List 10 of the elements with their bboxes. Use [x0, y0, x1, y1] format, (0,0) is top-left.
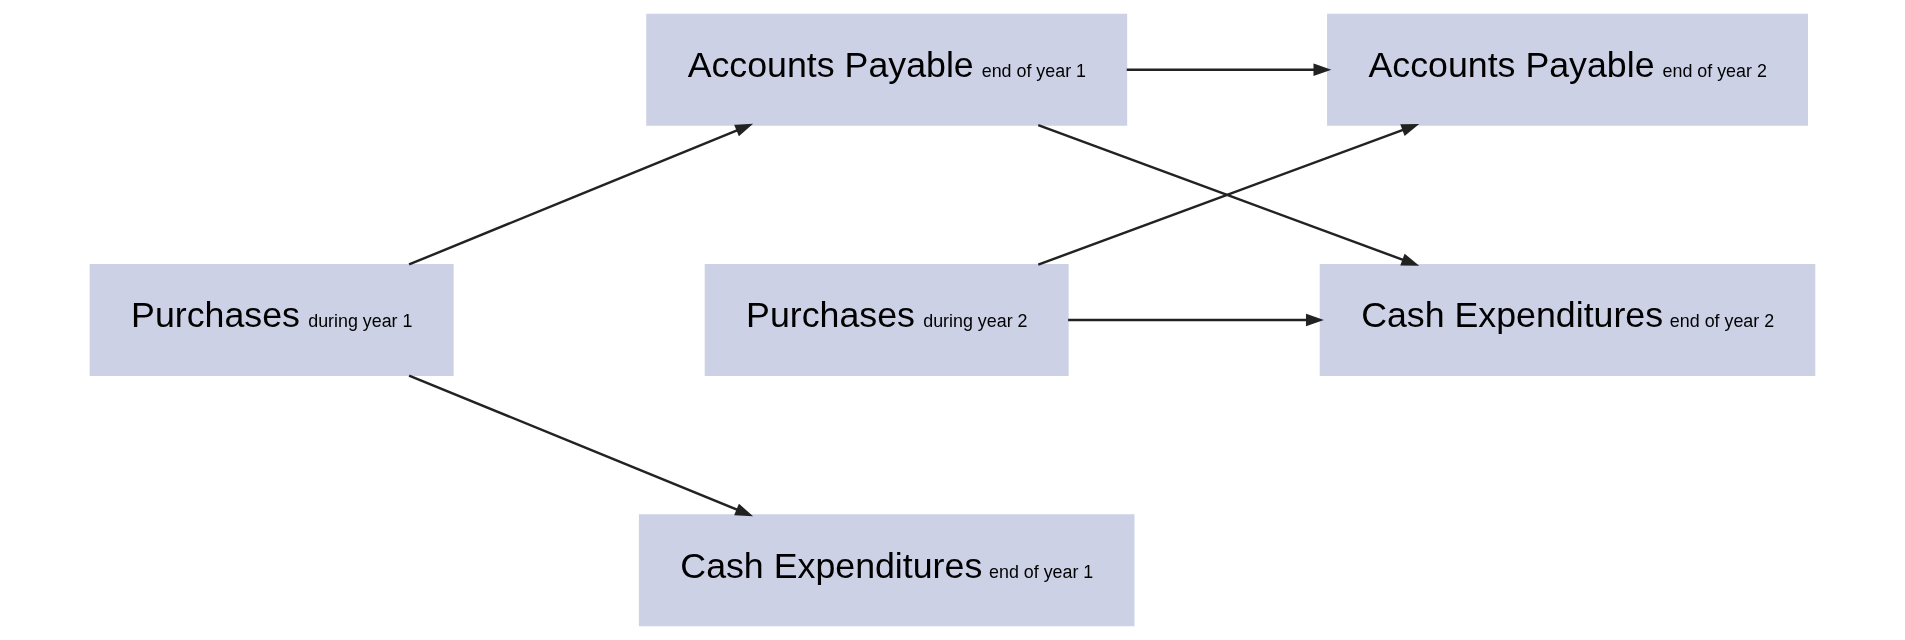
arrow [408, 374, 754, 517]
node-box: Accounts Payable end of year 1 [646, 13, 1128, 126]
arrow [1068, 313, 1324, 327]
arrow [1126, 63, 1332, 77]
node-box: Purchases during year 2 [704, 263, 1069, 377]
node-box: Accounts Payable end of year 2 [1327, 13, 1808, 126]
arrow [408, 123, 754, 266]
node-box: Cash Expenditures end of year 1 [638, 514, 1135, 627]
node-box: Purchases during year 1 [89, 263, 454, 377]
node-box: Cash Expenditures end of year 2 [1319, 263, 1816, 377]
